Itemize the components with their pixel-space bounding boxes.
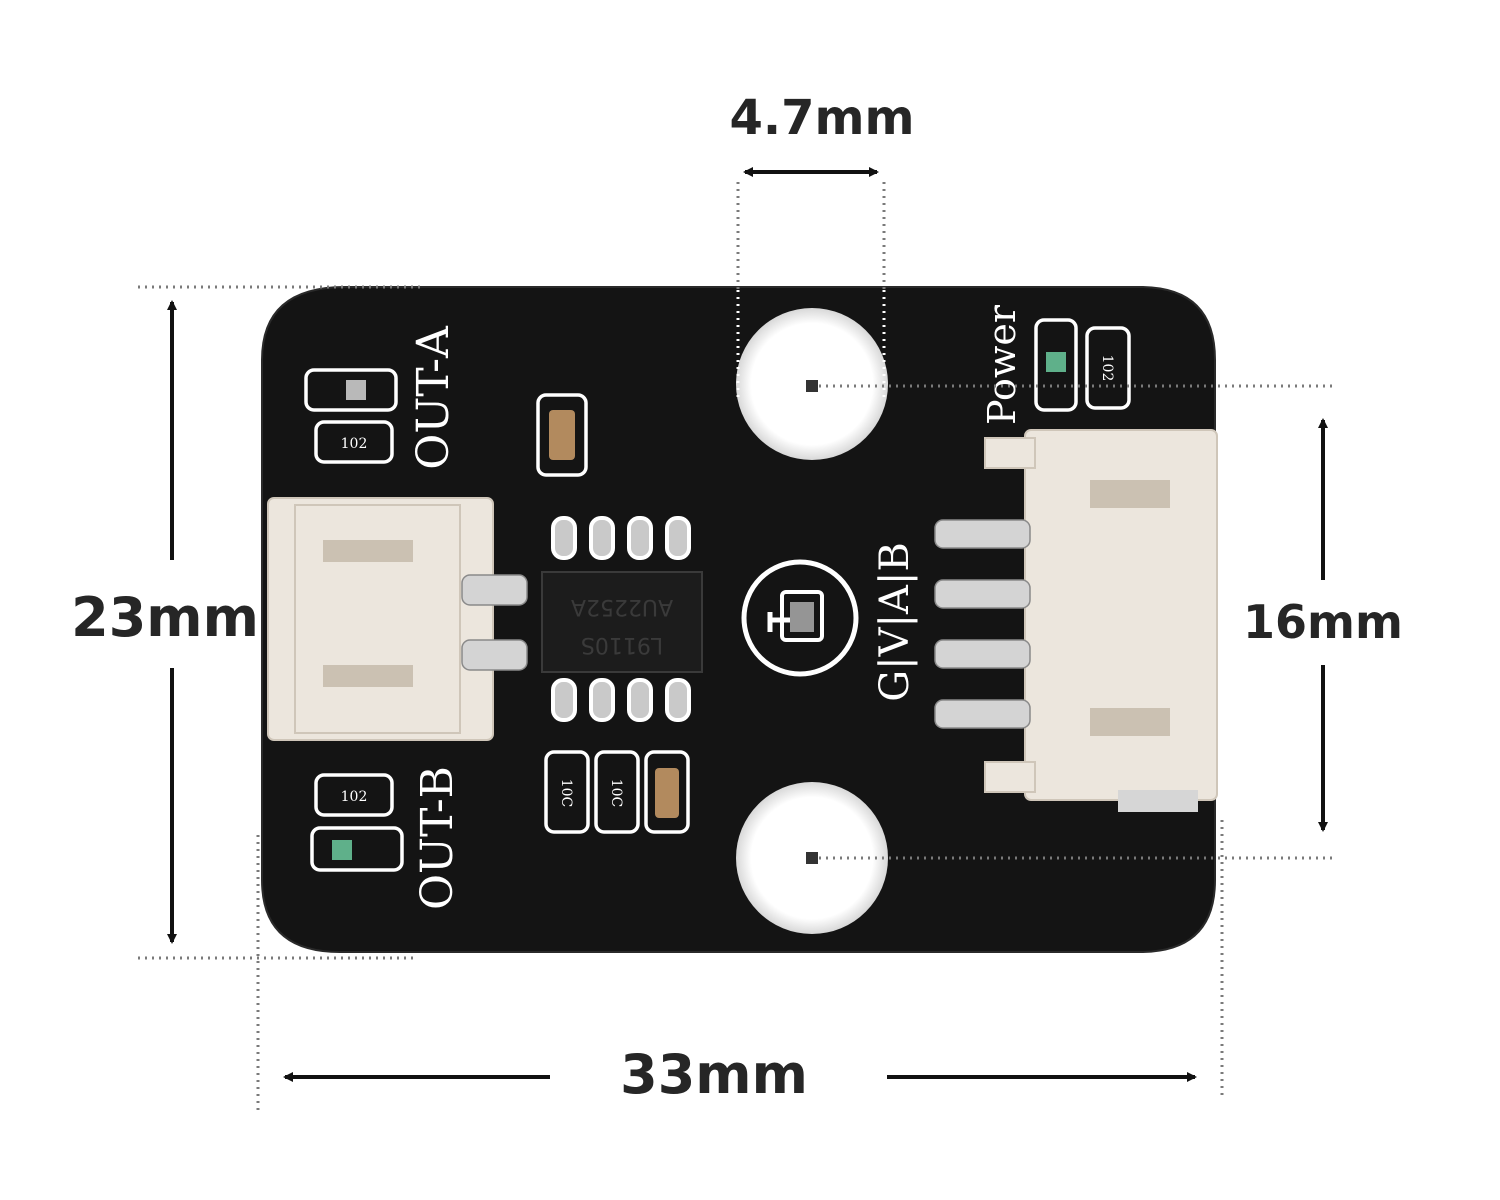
chip-marking-line2: L9110S (581, 632, 663, 657)
right-connector (934, 429, 1218, 812)
capacitor-bottom-2: 10C (594, 750, 640, 834)
capacitor-bottom-3 (644, 750, 690, 834)
hole-center-marker-top (806, 380, 818, 392)
label-pinout: G|V|A|B (872, 542, 918, 702)
board-logo-icon (741, 559, 859, 677)
dimension-label-pitch: 16mm (1243, 595, 1403, 649)
cap-code-2: 10C (608, 779, 624, 808)
out-b-led (310, 826, 404, 872)
driver-chip: AU2252A L9110S (541, 516, 703, 722)
hole-center-marker-bottom (806, 852, 818, 864)
power-led (1034, 318, 1078, 412)
left-connector (267, 497, 528, 741)
capacitor-bottom-1: 10C (544, 750, 590, 834)
chip-marking-line1: AU2252A (571, 594, 673, 619)
out-a-led (304, 368, 398, 412)
cap-code-1: 10C (558, 779, 574, 808)
resistor-code-1: 102 (341, 436, 368, 452)
pcb-board (261, 286, 1216, 953)
dimension-label-hole-spacing: 4.7mm (729, 90, 914, 146)
label-out-a: OUT-A (408, 325, 459, 470)
resistor-code-2: 102 (341, 789, 368, 805)
label-out-b: OUT-B (412, 766, 463, 910)
power-resistor: 102 (1085, 326, 1131, 410)
dimension-label-height: 23mm (71, 586, 259, 649)
label-power: Power (980, 304, 1024, 425)
capacitor-top (536, 393, 588, 477)
resistor-code-3: 102 (1099, 355, 1115, 382)
out-b-resistor: 102 (314, 773, 394, 817)
dimension-label-width: 33mm (620, 1043, 808, 1106)
out-a-resistor: 102 (314, 420, 394, 464)
